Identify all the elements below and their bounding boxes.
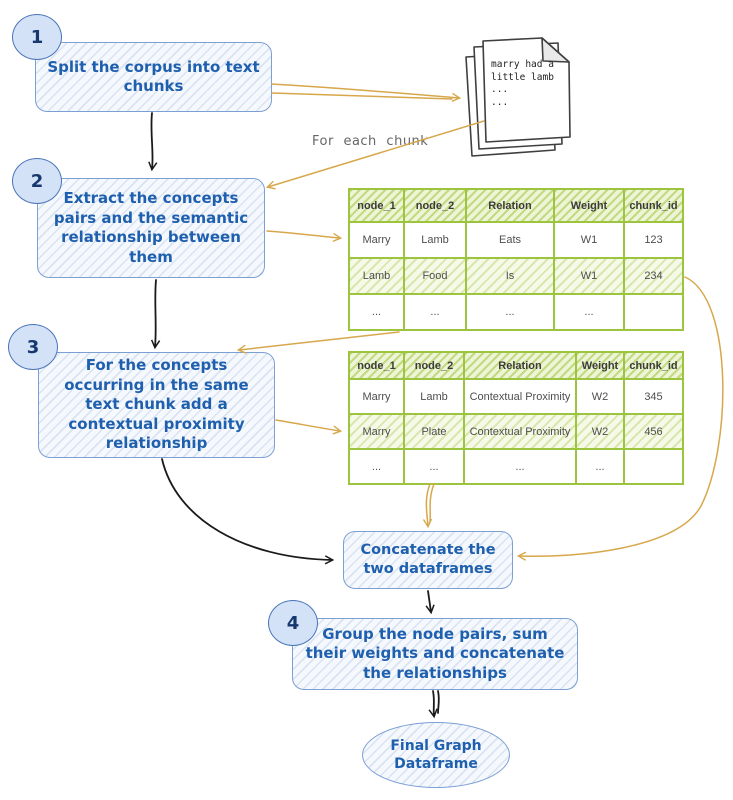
table-cell: Plate: [403, 413, 465, 450]
table-cell: ...: [463, 448, 577, 485]
table-cell: Contextual Proximity: [463, 413, 577, 450]
step-4-box: Group the node pairs, sum their weights …: [292, 618, 578, 690]
table-cell: ...: [403, 293, 467, 331]
table-cell: Marry: [348, 413, 405, 450]
arrow-table2-to-concat: [422, 483, 433, 529]
table-cell: ...: [553, 293, 625, 331]
column-header: node_1: [348, 188, 405, 223]
column-header: chunk_id: [623, 351, 684, 380]
arrow-table1-to-step3: [236, 331, 400, 354]
arrow-step3-to-concat: [161, 458, 335, 565]
table-cell: 234: [623, 257, 684, 295]
column-header: Weight: [575, 351, 625, 380]
arrow-step4-to-final-2: [437, 690, 440, 714]
table-cell: W1: [553, 257, 625, 295]
arrow-document-to-step2: [265, 120, 485, 190]
arrow-step1-to-document: [271, 83, 462, 103]
table-cell: Lamb: [403, 221, 467, 259]
table-cell: 345: [623, 378, 684, 415]
table-cell: Lamb: [348, 257, 405, 295]
document-line: ...: [491, 84, 509, 95]
column-header: node_2: [403, 188, 467, 223]
table-row: ... ... ... ...: [348, 293, 684, 331]
document-line: little lamb: [491, 71, 554, 83]
step-2-box: Extract the concepts pairs and the seman…: [37, 178, 265, 278]
document-text: marry had a little lamb ... ...: [491, 59, 554, 109]
table-row: Marry Lamb Eats W1 123: [348, 221, 684, 259]
step-4-badge: 4: [268, 600, 318, 646]
table-cell: ...: [348, 448, 405, 485]
arrow-step2-to-table1: [266, 230, 343, 243]
table-cell: Is: [465, 257, 555, 295]
table-cell: [623, 293, 684, 331]
arrow-step4-to-final: [428, 690, 438, 719]
final-graph-dataframe-node: Final Graph Dataframe: [362, 722, 510, 788]
step-1-box: Split the corpus into text chunks: [35, 42, 272, 112]
table-cell: 456: [623, 413, 684, 450]
table-row: Marry Lamb Contextual Proximity W2 345: [348, 378, 684, 415]
table-cell: 123: [623, 221, 684, 259]
table-cell: Marry: [348, 378, 405, 415]
document-line: marry had a: [491, 59, 554, 70]
step-1-badge: 1: [12, 14, 62, 60]
table-header-row: node_1 node_2 Relation Weight chunk_id: [348, 351, 684, 380]
document-line: ...: [491, 96, 509, 108]
column-header: chunk_id: [623, 188, 684, 223]
table-cell: ...: [465, 293, 555, 331]
table-row: ... ... ... ...: [348, 448, 684, 485]
table-cell: ...: [575, 448, 625, 485]
arrow-step2-to-step3: [150, 279, 161, 350]
table-cell: W2: [575, 413, 625, 450]
column-header: node_2: [403, 351, 465, 380]
arrow-step3-to-table2: [275, 419, 343, 435]
step-2-badge: 2: [12, 158, 62, 204]
table-cell: Marry: [348, 221, 405, 259]
column-header: Relation: [463, 351, 577, 380]
step-3-box: For the concepts occurring in the same t…: [38, 352, 275, 458]
arrow-table2-to-concat-2: [429, 483, 435, 523]
column-header: Relation: [465, 188, 555, 223]
arrow-step1-to-document-2: [271, 92, 453, 100]
table-cell: Contextual Proximity: [463, 378, 577, 415]
arrow-concat-to-step4: [425, 590, 435, 615]
table-cell: [623, 448, 684, 485]
column-header: node_1: [348, 351, 405, 380]
arrow-step1-to-step2: [148, 112, 158, 172]
table-header-row: node_1 node_2 Relation Weight chunk_id: [348, 188, 684, 223]
column-header: Weight: [553, 188, 625, 223]
semantic-relations-table: node_1 node_2 Relation Weight chunk_id M…: [348, 188, 684, 331]
for-each-chunk-label: For each chunk: [312, 134, 429, 149]
table-cell: W2: [575, 378, 625, 415]
table-cell: Lamb: [403, 378, 465, 415]
table-cell: ...: [403, 448, 465, 485]
table-cell: Eats: [465, 221, 555, 259]
table-cell: ...: [348, 293, 405, 331]
table-cell: Food: [403, 257, 467, 295]
step-3-badge: 3: [8, 324, 58, 370]
table-row: Lamb Food Is W1 234: [348, 257, 684, 295]
table-cell: W1: [553, 221, 625, 259]
contextual-proximity-table: node_1 node_2 Relation Weight chunk_id M…: [348, 351, 684, 485]
concatenate-box: Concatenate the two dataframes: [343, 531, 513, 589]
table-row: Marry Plate Contextual Proximity W2 456: [348, 413, 684, 450]
